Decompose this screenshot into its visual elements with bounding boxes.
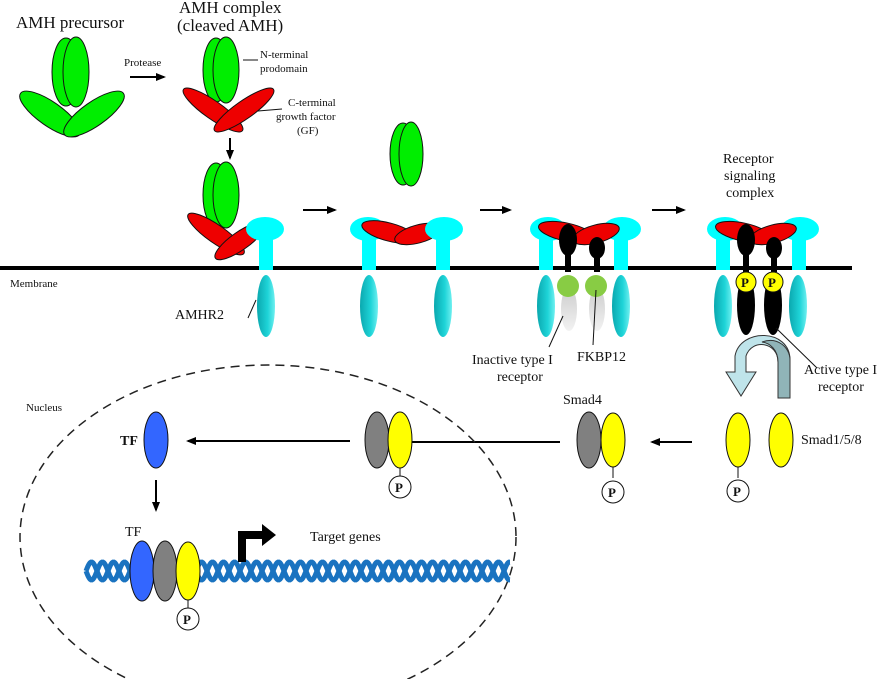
active-label-2: receptor: [818, 380, 864, 395]
c-terminal-label-2: growth factor: [276, 111, 336, 123]
inactive-label-2: receptor: [497, 370, 543, 385]
phospho-receptor-2: P: [768, 275, 776, 290]
n-terminal-label-1: N-terminal: [260, 49, 308, 61]
inactive-leader: [548, 315, 564, 348]
n-terminal-label-2: prodomain: [260, 63, 308, 75]
amh-complex-shape: [182, 36, 275, 133]
phospho-smad-cytoplasm: P: [608, 485, 616, 500]
phospho-smad158: P: [733, 484, 741, 499]
curved-phosphorylation-arrow: [725, 335, 791, 399]
smad158-group: [725, 412, 794, 503]
phospho-smad-nucleus: P: [395, 480, 403, 495]
phospho-tf-complex: P: [183, 612, 191, 627]
fkbp12-leader: [592, 289, 597, 346]
receptor-complex-label-2: signaling: [724, 169, 775, 184]
transcription-start-arrow: [238, 524, 276, 562]
nucleus-boundary: [19, 364, 517, 679]
inactive-label-1: Inactive type I: [472, 353, 553, 368]
smad4-complex-cytoplasm: [576, 411, 626, 504]
amh-precursor-shape: [19, 36, 125, 138]
amh-complex-label-1: AMH complex: [179, 0, 282, 17]
receptor-stage-2: [350, 217, 463, 337]
tf-label: TF: [120, 434, 138, 449]
amh-complex-label-2: (cleaved AMH): [177, 16, 283, 35]
amh-precursor-label: AMH precursor: [16, 13, 124, 32]
receptor-complex-label-1: Receptor: [723, 152, 774, 167]
c-terminal-leader: [257, 108, 283, 112]
amhr2-leader: [247, 299, 257, 319]
c-terminal-label-3: (GF): [297, 125, 319, 137]
phospho-receptor-1: P: [741, 275, 749, 290]
active-label-1: Active type I: [804, 363, 877, 378]
smad158-label: Smad1/5/8: [801, 433, 862, 448]
tf-protein: [143, 411, 169, 469]
target-genes-label: Target genes: [310, 530, 381, 545]
receptor-stage-1: [187, 161, 284, 337]
fkbp12-label: FKBP12: [577, 350, 626, 365]
receptor-complex-label-3: complex: [726, 186, 774, 201]
smad4-label: Smad4: [563, 393, 602, 408]
receptor-stage-3: [530, 217, 641, 337]
nucleus-label: Nucleus: [26, 402, 62, 414]
smad4-complex-nucleus: [364, 411, 413, 499]
receptor-stage-4: [707, 217, 819, 337]
active-leader: [775, 327, 818, 369]
c-terminal-label-1: C-terminal: [288, 97, 336, 109]
amhr2-label: AMHR2: [175, 308, 224, 323]
membrane-label: Membrane: [10, 278, 58, 290]
tf-complex-on-dna: [129, 540, 201, 631]
tf-dna-label: TF: [125, 525, 142, 540]
released-prodomain: [389, 121, 424, 187]
protease-label: Protease: [124, 57, 161, 69]
